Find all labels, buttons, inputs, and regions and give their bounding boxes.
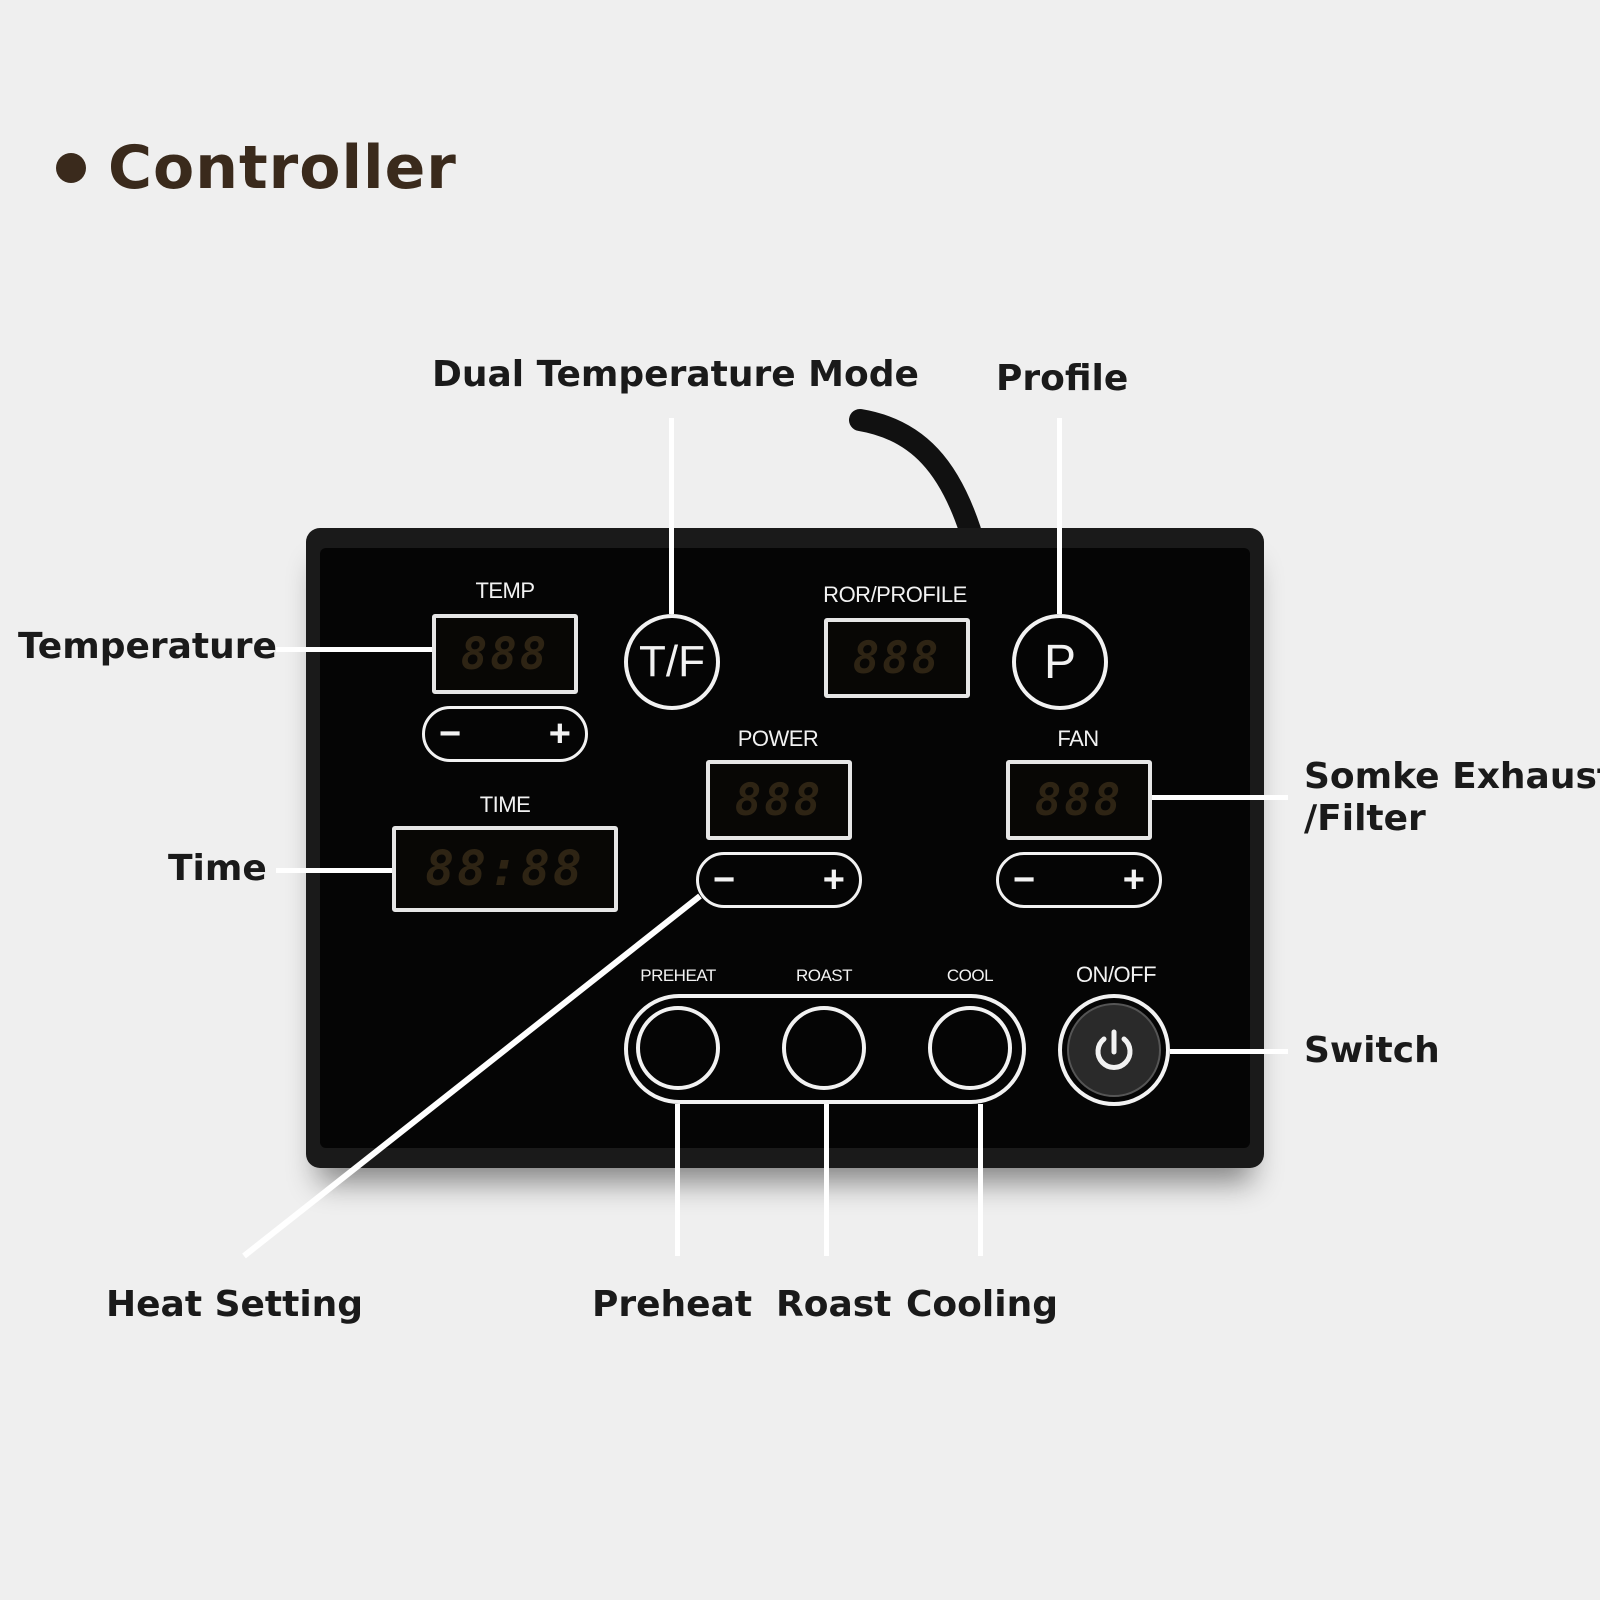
power-minus-button[interactable]: − xyxy=(713,859,736,901)
temp-stepper[interactable]: − + xyxy=(422,706,588,762)
temperature-callout: Temperature xyxy=(18,626,277,667)
fan-minus-button[interactable]: − xyxy=(1013,859,1036,901)
profile-button[interactable]: P xyxy=(1012,614,1108,710)
cool-label: COOL xyxy=(946,966,994,985)
time-label: TIME xyxy=(479,792,531,817)
time-leader-line xyxy=(276,868,392,873)
smoke-exhaust-leader-line xyxy=(1152,795,1288,800)
heat-setting-callout: Heat Setting xyxy=(106,1284,364,1325)
smoke-exhaust-callout-line2: /Filter xyxy=(1304,798,1426,839)
preheat-leader-line xyxy=(675,1104,680,1256)
preheat-label: PREHEAT xyxy=(640,966,716,985)
onoff-button-face xyxy=(1067,1003,1161,1097)
cool-button[interactable] xyxy=(928,1006,1012,1090)
page-title: Controller xyxy=(56,128,457,208)
page-title-text: Controller xyxy=(108,133,457,203)
temp-plus-button[interactable]: + xyxy=(548,713,571,755)
ror-profile-label: ROR/PROFILE xyxy=(823,582,967,607)
switch-leader-line xyxy=(1170,1049,1288,1054)
time-display: 88:88 xyxy=(392,826,618,912)
profile-callout: Profile xyxy=(996,358,1129,399)
tf-button[interactable]: T/F xyxy=(624,614,720,710)
onoff-label: ON/OFF xyxy=(1075,962,1157,987)
fan-display: 888 xyxy=(1006,760,1152,840)
preheat-button[interactable] xyxy=(636,1006,720,1090)
power-plus-button[interactable]: + xyxy=(822,859,845,901)
smoke-exhaust-callout-line1: Somke Exhaust xyxy=(1304,756,1600,797)
dual-temp-leader-line xyxy=(669,418,674,614)
temp-minus-button[interactable]: − xyxy=(439,713,462,755)
temperature-leader-line xyxy=(276,647,432,652)
preheat-callout: Preheat xyxy=(592,1284,753,1325)
time-callout: Time xyxy=(168,848,267,889)
fan-label: FAN xyxy=(1057,726,1099,751)
ror-profile-display: 888 xyxy=(824,618,970,698)
power-stepper[interactable]: − + xyxy=(696,852,862,908)
dual-temp-mode-callout: Dual Temperature Mode xyxy=(432,354,919,395)
power-label: POWER xyxy=(737,726,819,751)
fan-stepper[interactable]: − + xyxy=(996,852,1162,908)
switch-callout: Switch xyxy=(1304,1030,1440,1071)
roast-label: ROAST xyxy=(795,966,853,985)
roast-leader-line xyxy=(824,1104,829,1256)
profile-leader-line xyxy=(1057,418,1062,614)
temp-label: TEMP xyxy=(475,578,535,603)
roast-callout: Roast xyxy=(776,1284,892,1325)
onoff-button[interactable] xyxy=(1058,994,1170,1106)
power-display: 888 xyxy=(706,760,852,840)
roast-button[interactable] xyxy=(782,1006,866,1090)
cooling-leader-line xyxy=(978,1104,983,1256)
tf-button-label: T/F xyxy=(639,637,705,686)
mode-button-group xyxy=(624,994,1026,1104)
power-icon xyxy=(1095,1029,1133,1070)
fan-plus-button[interactable]: + xyxy=(1122,859,1145,901)
cooling-callout: Cooling xyxy=(906,1284,1058,1325)
bullet-dot-icon xyxy=(56,153,86,183)
profile-button-label: P xyxy=(1043,635,1076,689)
temp-display: 888 xyxy=(432,614,578,694)
